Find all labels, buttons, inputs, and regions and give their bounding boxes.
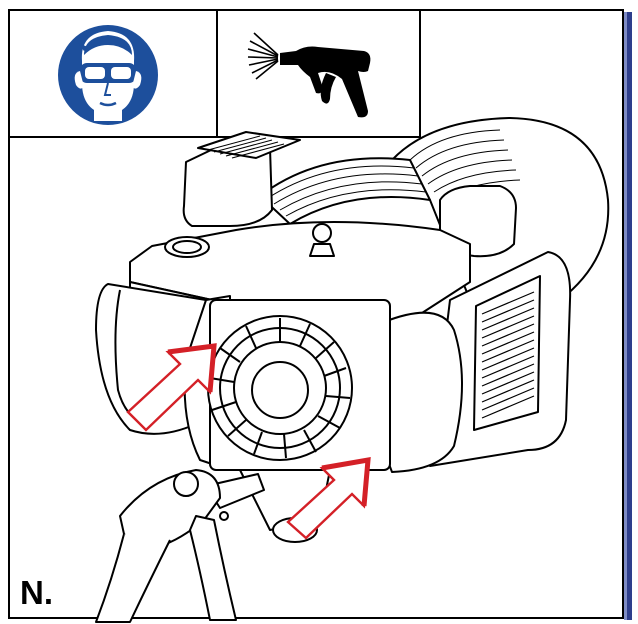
step-label: N. — [20, 574, 53, 611]
frame-shadow — [624, 12, 632, 620]
air-blow-gun-icon — [247, 32, 371, 118]
blow-gun-drawing — [95, 469, 265, 623]
tool-sign-cell — [216, 9, 421, 138]
safety-sign-cell — [8, 9, 218, 138]
safety-goggles-icon — [58, 25, 158, 125]
